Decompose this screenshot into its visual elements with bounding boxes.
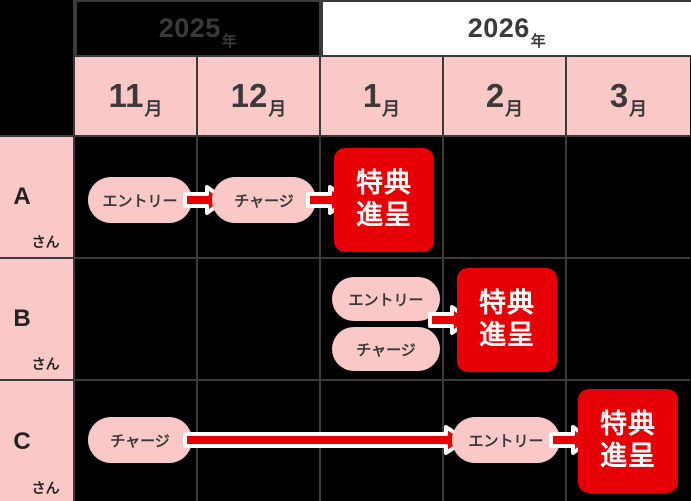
award-box-c-line1: 特典: [600, 409, 656, 440]
step-pill-a-charge[interactable]: チャージ: [212, 177, 316, 223]
grid-cell-a-2: [444, 137, 567, 259]
month-header-2-label: 2: [485, 77, 505, 114]
award-box-b-line1: 特典: [479, 288, 535, 319]
month-header-2-suffix: 月: [505, 99, 524, 119]
grid-cell-b-12: [198, 259, 321, 381]
year-header-2025-suffix: 年: [221, 33, 238, 50]
step-pill-c-charge[interactable]: チャージ: [88, 417, 192, 463]
month-header-11-label: 11: [108, 77, 144, 114]
award-box-c-line2: 進呈: [600, 441, 656, 471]
step-pill-a-entry[interactable]: エントリー: [88, 177, 192, 223]
row-label-b-letter: B: [13, 305, 31, 332]
month-header-1: 1 月: [321, 57, 444, 137]
year-header-2026: 2026 年: [321, 0, 691, 57]
month-header-2: 2 月: [444, 57, 567, 137]
year-header-2025: 2025 年: [75, 0, 321, 57]
award-box-a-line1: 特典: [356, 168, 412, 199]
month-header-1-label: 1: [362, 77, 382, 114]
step-pill-c-charge-label: チャージ: [110, 432, 170, 450]
award-box-a[interactable]: 特典 進呈: [334, 148, 434, 252]
table-corner-blank: [0, 0, 75, 137]
month-header-11: 11 月: [75, 57, 198, 137]
month-header-12-label: 12: [230, 77, 268, 114]
award-box-b-line2: 進呈: [479, 320, 535, 350]
row-label-c-letter: C: [13, 428, 31, 455]
row-label-a-suffix: さん: [31, 234, 60, 250]
row-label-c-suffix: さん: [31, 480, 60, 496]
step-pill-c-entry-label: エントリー: [468, 432, 544, 450]
long-arrow-icon-c: [183, 424, 468, 456]
grid-cell-b-3: [567, 259, 690, 381]
month-header-3-label: 3: [609, 77, 629, 114]
step-pill-a-charge-label: チャージ: [234, 192, 294, 210]
row-label-b: B さん: [0, 259, 75, 381]
step-pill-b-entry[interactable]: エントリー: [332, 277, 440, 321]
step-pill-a-entry-label: エントリー: [102, 192, 178, 210]
year-header-2025-label: 2025: [158, 13, 221, 43]
row-label-a: A さん: [0, 137, 75, 259]
year-header-2026-suffix: 年: [530, 33, 547, 50]
step-pill-c-entry[interactable]: エントリー: [452, 417, 560, 463]
month-header-11-suffix: 月: [144, 99, 163, 119]
grid-cell-b-11: [75, 259, 198, 381]
month-header-3: 3 月: [567, 57, 690, 137]
award-box-a-line2: 進呈: [356, 200, 412, 230]
month-header-3-suffix: 月: [629, 99, 648, 119]
step-pill-b-entry-label: エントリー: [348, 291, 424, 309]
row-label-b-suffix: さん: [31, 356, 60, 372]
row-label-a-letter: A: [13, 183, 31, 210]
month-header-12-suffix: 月: [268, 99, 287, 119]
step-pill-b-charge-label: チャージ: [356, 341, 416, 359]
award-box-c[interactable]: 特典 進呈: [578, 389, 678, 493]
step-pill-b-charge[interactable]: チャージ: [332, 327, 440, 371]
row-label-c: C さん: [0, 381, 75, 501]
month-header-12: 12 月: [198, 57, 321, 137]
year-header-2026-label: 2026: [467, 13, 530, 43]
award-box-b[interactable]: 特典 進呈: [457, 268, 557, 372]
grid-cell-a-3: [567, 137, 690, 259]
month-header-1-suffix: 月: [382, 99, 401, 119]
